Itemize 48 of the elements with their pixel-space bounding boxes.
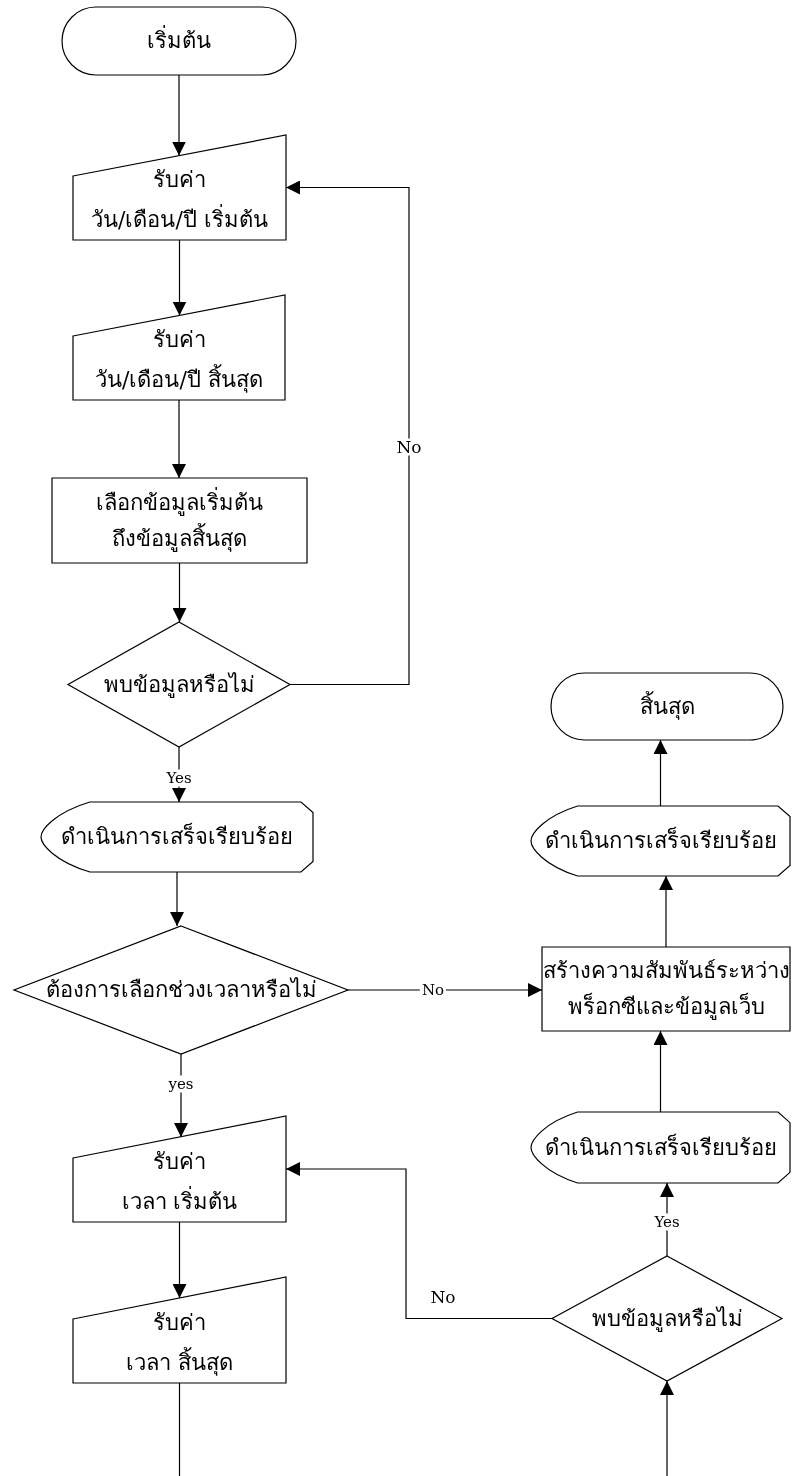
node-label: สิ้นสุด bbox=[639, 690, 695, 722]
edge-label: Yes bbox=[164, 769, 194, 787]
node-label: วัน/เดือน/ปี สิ้นสุด bbox=[95, 363, 263, 395]
arrow bbox=[653, 1030, 668, 1113]
node-label: รับค่า bbox=[152, 325, 206, 354]
display-shape bbox=[531, 1112, 790, 1183]
arrow bbox=[659, 875, 673, 948]
node-label: ดำเนินการเสร็จเรียบร้อย bbox=[544, 825, 777, 855]
input-shape bbox=[73, 295, 285, 400]
process-box bbox=[52, 478, 307, 563]
edge-label: yes bbox=[166, 1075, 196, 1093]
node-label: วัน/เดือน/ปี เริ่มต้น bbox=[91, 203, 268, 234]
connector-line bbox=[178, 1382, 181, 1476]
edge-label: Yes bbox=[652, 1213, 682, 1231]
node-label: ดำเนินการเสร็จเรียบร้อย bbox=[61, 821, 293, 851]
node-label: พบข้อมูลหรือไม่ bbox=[103, 670, 255, 700]
node-label: รับค่า bbox=[153, 1147, 206, 1176]
node-label: พบข้อมูลหรือไม่ bbox=[591, 1304, 743, 1334]
arrow bbox=[172, 399, 186, 479]
process-box bbox=[542, 947, 790, 1031]
arrow bbox=[172, 239, 187, 317]
arrow bbox=[653, 739, 668, 807]
decision-diamond bbox=[14, 926, 348, 1054]
input-shape bbox=[73, 1116, 286, 1222]
node-label: รับค่า bbox=[153, 1308, 206, 1337]
input-shape bbox=[73, 135, 286, 240]
node-label: เวลา เริ่มต้น bbox=[121, 1185, 238, 1216]
arrow bbox=[660, 1380, 674, 1476]
arrow bbox=[170, 871, 184, 927]
arrow bbox=[172, 1221, 187, 1299]
node-label: รับค่า bbox=[153, 165, 206, 194]
terminal-shape bbox=[551, 673, 783, 740]
arrow bbox=[172, 74, 186, 157]
node-label: ดำเนินการเสร็จเรียบร้อย bbox=[544, 1132, 777, 1162]
decision-diamond bbox=[68, 622, 290, 747]
input-shape bbox=[73, 1277, 286, 1383]
decision-diamond bbox=[552, 1256, 782, 1381]
node-label: เวลา สิ้นสุด bbox=[126, 1346, 233, 1378]
node-label: ต้องการเลือกช่วงเวลาหรือไม่ bbox=[45, 976, 317, 1004]
arrow bbox=[172, 562, 187, 623]
edge-label: No bbox=[428, 1288, 458, 1306]
terminal-shape bbox=[62, 7, 296, 75]
display-shape bbox=[531, 806, 790, 876]
node-label: เลือกข้อมูลเริ่มต้น ถึงข้อมูลสิ้นสุด bbox=[96, 486, 263, 554]
node-label: สร้างความสัมพันธ์ระหว่าง พร็อกซีและข้อมูลเว็บ bbox=[542, 957, 790, 1022]
display-shape bbox=[41, 802, 313, 872]
edge-label: No bbox=[394, 438, 424, 456]
node-label: เริ่มต้น bbox=[147, 21, 211, 61]
